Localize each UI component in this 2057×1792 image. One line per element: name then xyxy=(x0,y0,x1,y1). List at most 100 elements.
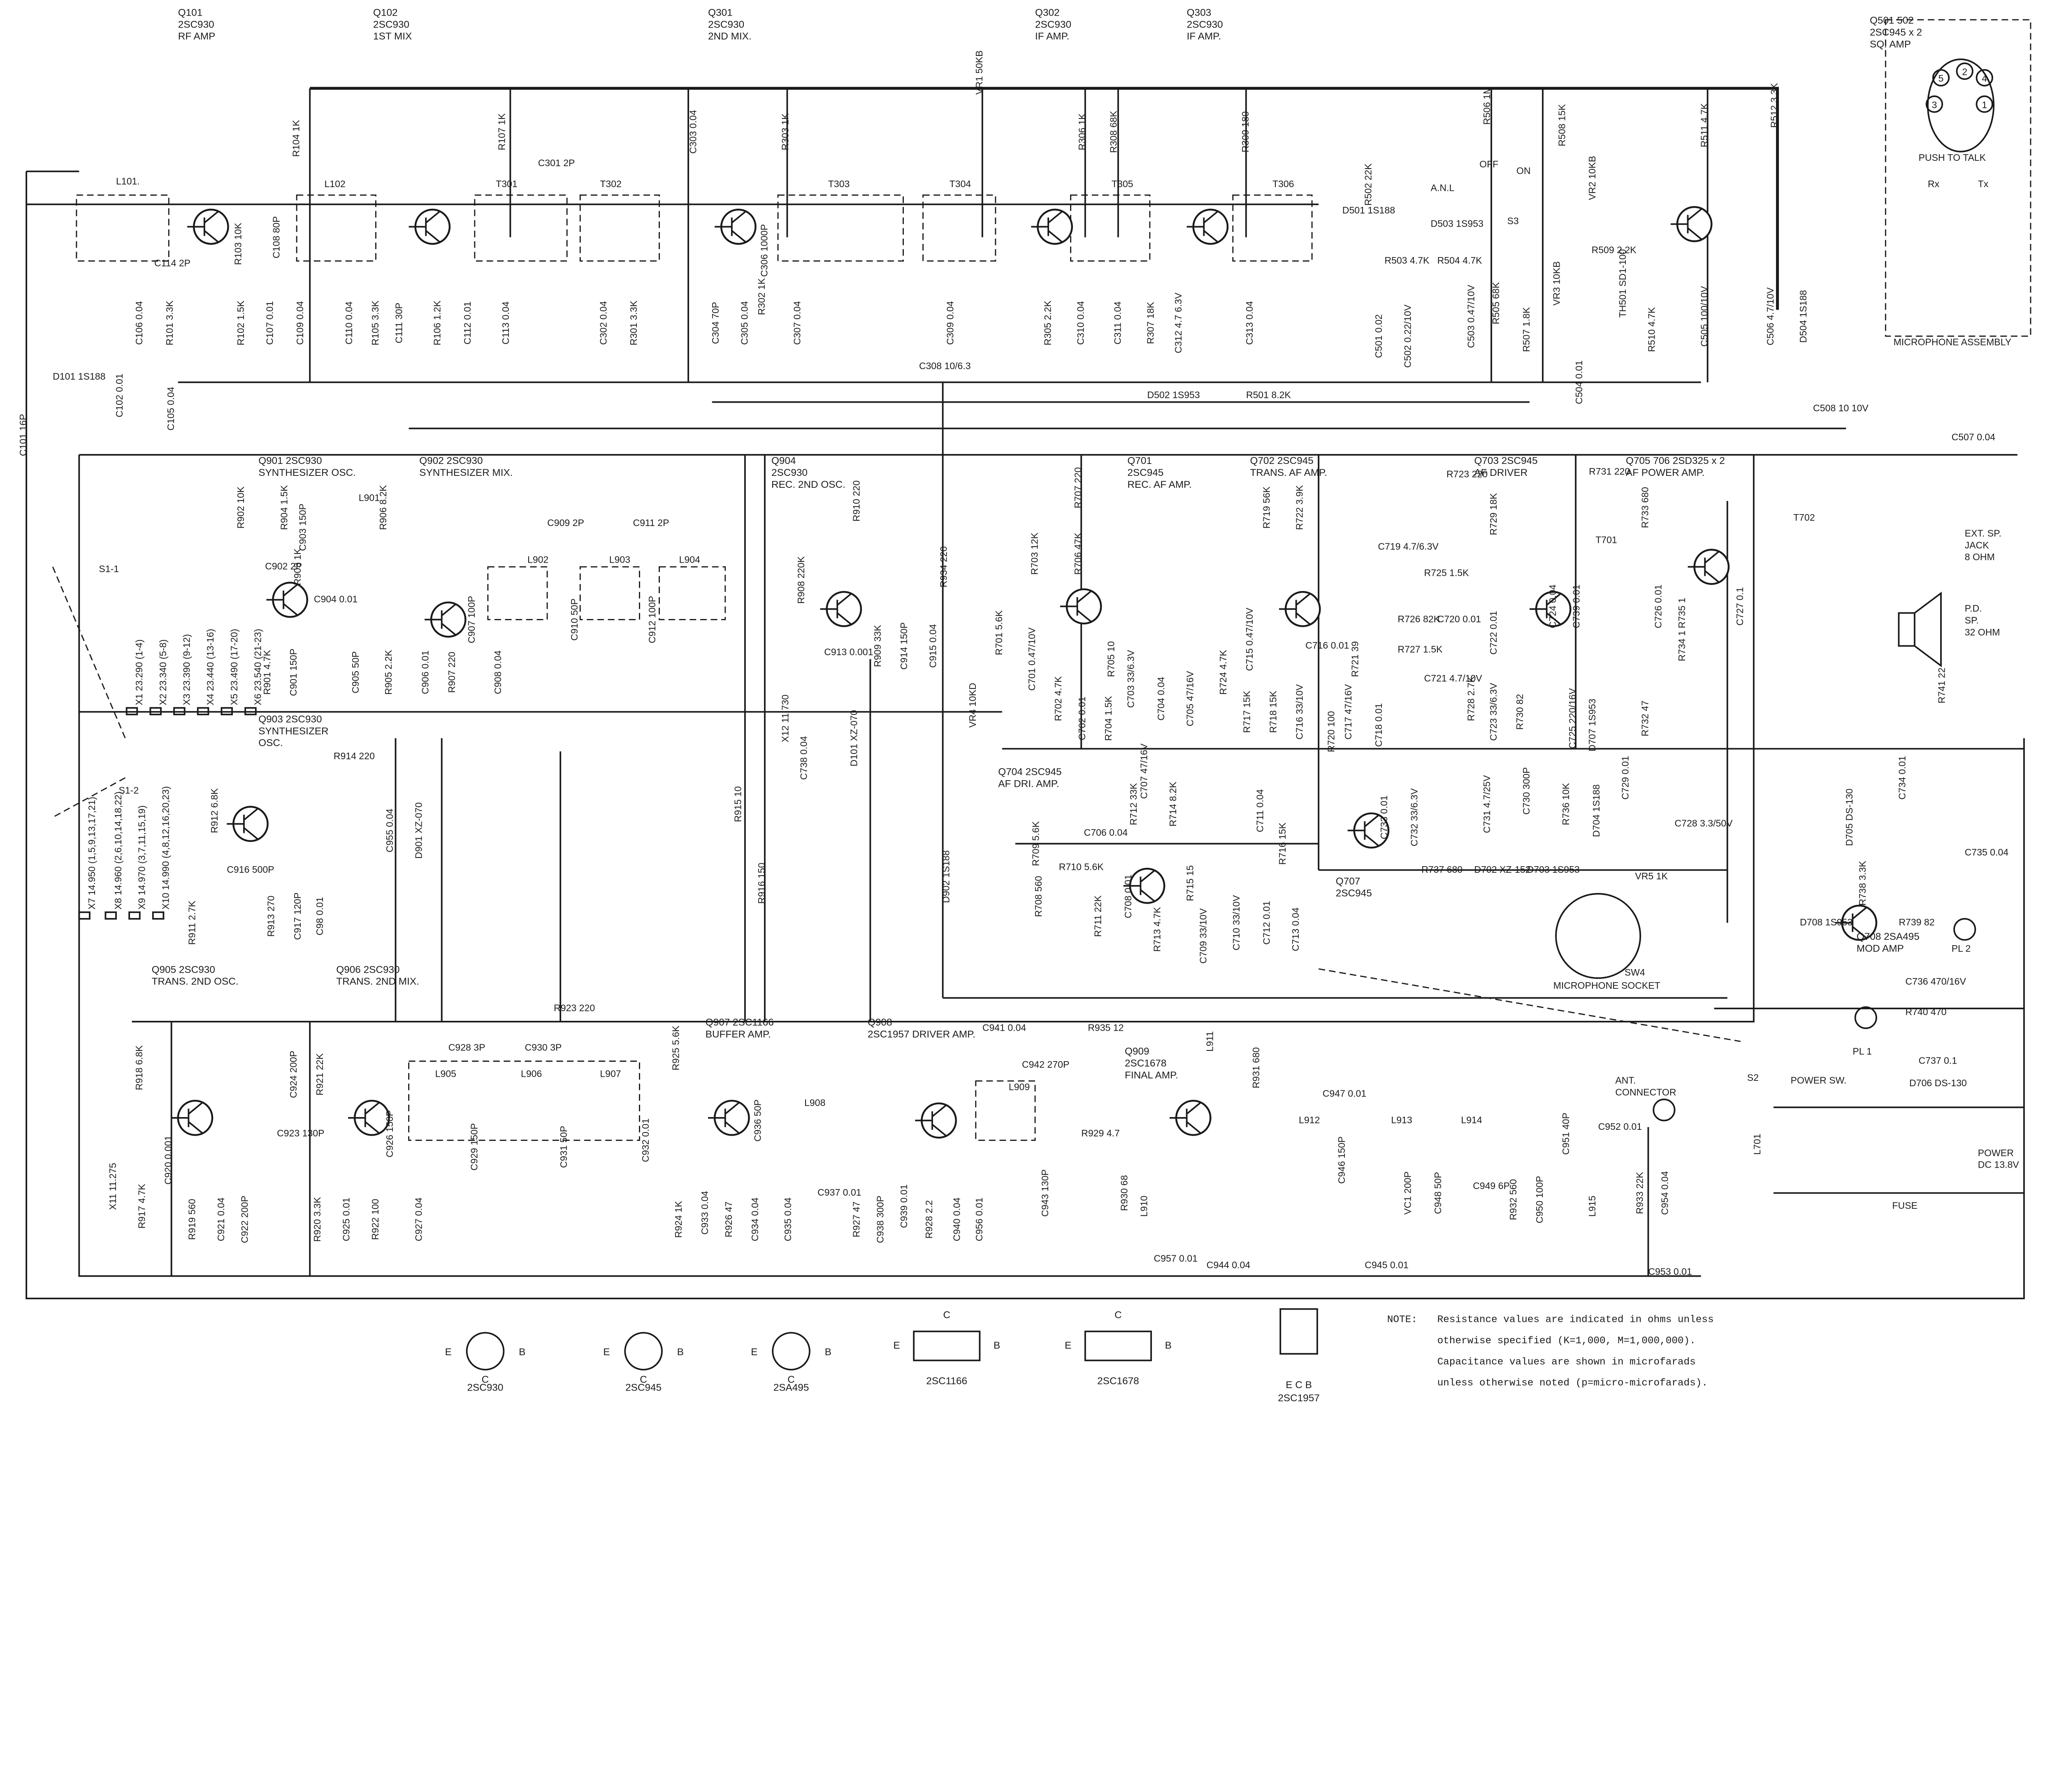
component-label: C730 300P xyxy=(1521,767,1532,814)
component-label: C936 50P xyxy=(752,1099,763,1142)
component-label: C301 2P xyxy=(538,158,575,168)
component-label: D705 DS-130 xyxy=(1844,788,1855,846)
component-label: C716 0.01 xyxy=(1305,640,1349,651)
component-label: C929 150P xyxy=(469,1123,479,1171)
component-label: 8 OHM xyxy=(1965,552,1995,562)
transistor-ref: Q908 xyxy=(868,1017,892,1028)
transistor-symbol xyxy=(425,601,467,638)
package-pin-label: E xyxy=(1065,1340,1071,1351)
component-label: VR1 50KB xyxy=(974,50,984,95)
component-label: C719 4.7/6.3V xyxy=(1378,541,1439,552)
component-label: C934 0.04 xyxy=(750,1197,760,1241)
component-label: C954 0.04 xyxy=(1659,1171,1670,1215)
transistor-func: FINAL AMP. xyxy=(1125,1070,1178,1081)
component-label: R921 22K xyxy=(314,1053,325,1095)
component-label: R724 4.7K xyxy=(1218,650,1228,695)
component-label: R909 33K xyxy=(872,625,883,667)
transistor-ref: Q303 xyxy=(1187,7,1212,18)
component-label: R707 220 xyxy=(1073,467,1083,508)
transistor-symbols xyxy=(171,206,1878,1139)
component-label: C712 0.01 xyxy=(1261,901,1272,944)
component-label: T303 xyxy=(828,179,850,189)
component-label: C108 80P xyxy=(271,216,281,259)
component-label: VR2 10KB xyxy=(1587,156,1597,200)
component-label: R726 82K xyxy=(1398,614,1440,624)
component-label: R713 4.7K xyxy=(1152,906,1163,952)
transistor-ref: Q702 2SC945 xyxy=(1250,455,1313,466)
package-pin-label: B xyxy=(677,1347,684,1358)
component-label: POWER SW. xyxy=(1791,1075,1847,1086)
component-label: R727 1.5K xyxy=(1398,644,1443,655)
component-label: R308 68K xyxy=(1108,111,1119,153)
transistor-symbol xyxy=(715,209,757,245)
component-label: T306 xyxy=(1272,179,1294,189)
component-label: R511 4.7K xyxy=(1699,103,1710,147)
component-label: C739 0.01 xyxy=(1571,584,1582,628)
component-label: R728 2.7K xyxy=(1465,676,1476,721)
component-label: R504 4.7K xyxy=(1437,255,1483,266)
component-label: SP. xyxy=(1965,615,1979,626)
mic-pin-number: 3 xyxy=(1932,100,1937,110)
component-label: C312 4.7 6.3V xyxy=(1173,292,1184,353)
component-label: C503 0.47/10V xyxy=(1465,285,1476,348)
component-label: L907 xyxy=(600,1069,621,1079)
component-label: C711 0.04 xyxy=(1255,789,1265,832)
component-label: C502 0.22/10V xyxy=(1402,304,1413,368)
component-label: C725 220/16V xyxy=(1567,688,1578,749)
transistor-type: SYNTHESIZER OSC. xyxy=(258,467,356,478)
note-line: Resistance values are indicated in ohms … xyxy=(1437,1314,1714,1326)
transistor-ref: Q701 xyxy=(1127,455,1152,466)
transistor-func: IF AMP. xyxy=(1035,31,1069,42)
component-label: C506 4.7/10V xyxy=(1765,287,1776,345)
component-label: R701 5.6K xyxy=(994,610,1004,655)
component-label: R717 15K xyxy=(1241,691,1252,733)
transistor-ref: Q705 706 2SD325 x 2 xyxy=(1626,455,1725,466)
transistor-type: SYNTHESIZER xyxy=(258,726,328,737)
component-label: C726 0.01 xyxy=(1653,584,1663,628)
component-label: Rx xyxy=(1928,179,1940,189)
component-label: C106 0.04 xyxy=(134,301,144,345)
component-label: R932 560 xyxy=(1508,1179,1518,1220)
component-label: C912 100P xyxy=(647,596,657,643)
component-label: C939 0.01 xyxy=(898,1184,909,1228)
transistor-symbol xyxy=(1347,812,1390,849)
component-label: R505 68K xyxy=(1491,282,1501,324)
component-label: R705 10 xyxy=(1105,641,1116,677)
package-pin-label: C xyxy=(1114,1310,1122,1321)
transistor-type: 2SC945 xyxy=(1127,467,1163,478)
component-label: R708 560 xyxy=(1033,876,1044,917)
transistor-symbol xyxy=(1279,591,1321,627)
component-label: R709 5.6K xyxy=(1031,821,1041,866)
component-label: C304 70P xyxy=(710,302,721,344)
component-label: D707 1S953 xyxy=(1587,699,1597,751)
component-label: R722 3.9K xyxy=(1294,485,1305,530)
crystal-label: X3 23.390 (9-12) xyxy=(181,634,192,705)
component-label: R301 3.3K xyxy=(628,300,639,345)
component-label: D702 XZ-152 xyxy=(1474,864,1530,875)
component-label: L102 xyxy=(324,179,345,189)
component-label: C905 50P xyxy=(350,651,361,693)
component-label: D502 1S953 xyxy=(1147,389,1200,400)
component-label: C920 0.001 xyxy=(163,1136,174,1185)
component-label: C309 0.04 xyxy=(945,301,955,345)
component-label: R740 470 xyxy=(1905,1006,1946,1017)
component-label: D901 XZ-070 xyxy=(413,802,424,859)
component-label: R703 12K xyxy=(1029,532,1040,575)
component-label: R714 8.2K xyxy=(1168,781,1178,827)
component-label: C101 16P xyxy=(18,414,28,456)
package-name: 2SC1957 xyxy=(1278,1393,1320,1404)
transistor-func: 2ND MIX. xyxy=(708,31,752,42)
component-label: MICROPHONE ASSEMBLY xyxy=(1894,337,2012,348)
transistor-symbol xyxy=(348,1100,390,1136)
crystal-symbol xyxy=(221,707,233,716)
